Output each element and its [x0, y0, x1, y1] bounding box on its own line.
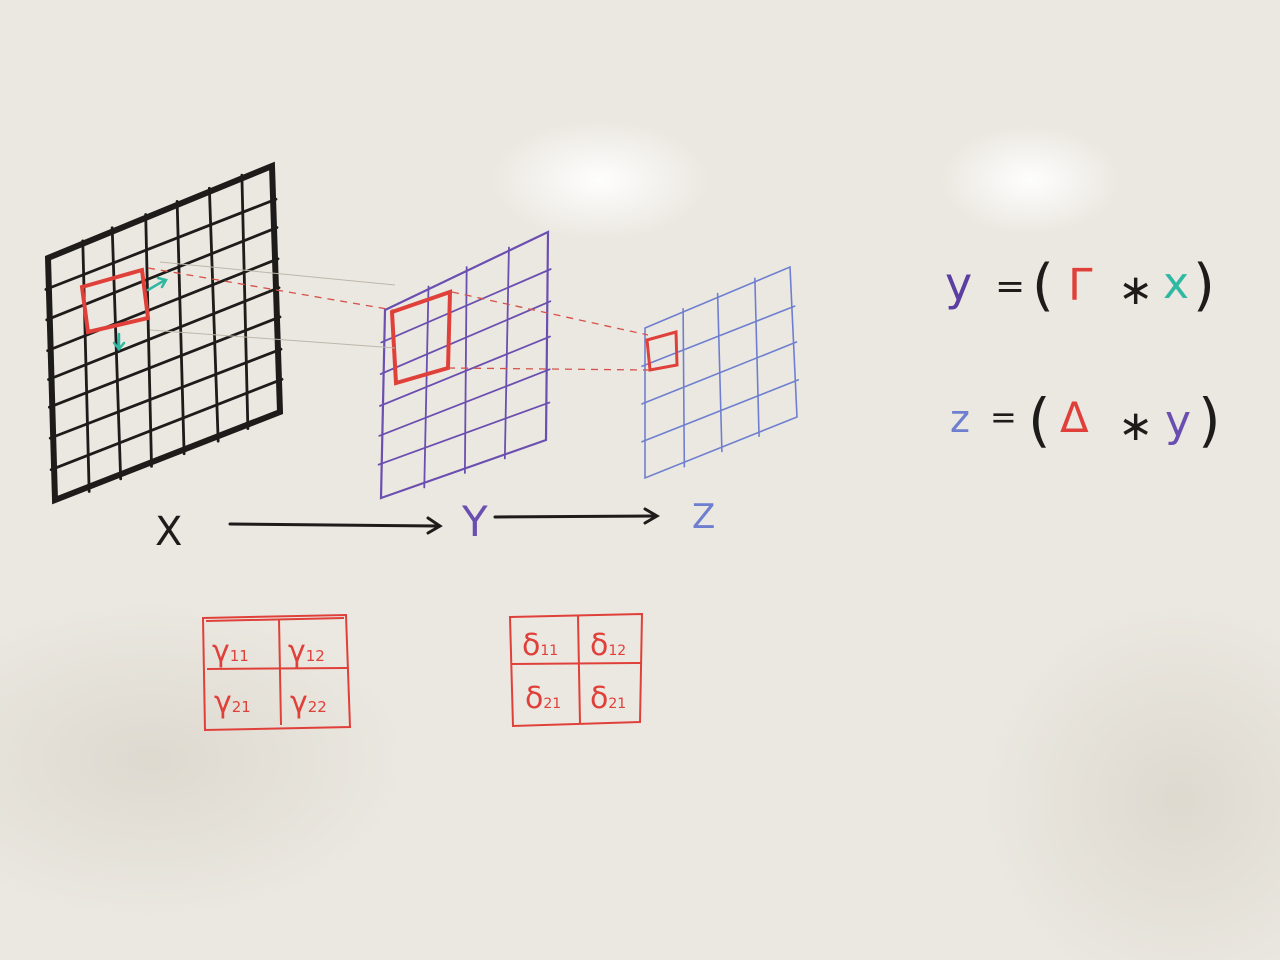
gamma-kernel-cells: γ11 γ12 γ21 γ22 — [212, 634, 327, 720]
light-glare — [490, 120, 710, 240]
feature-map-z — [641, 265, 800, 480]
arrow-head-icon — [112, 341, 126, 351]
projection-line — [147, 267, 394, 311]
delta-kernel — [508, 612, 644, 728]
feature-map-y — [377, 230, 552, 500]
grid-line — [380, 268, 552, 344]
equation-equals: = — [990, 398, 1017, 436]
kernel-cell: δ12 — [590, 628, 626, 663]
equation-paren-open: ( — [1032, 253, 1054, 318]
equation-arg: x — [1163, 258, 1189, 309]
grid-border — [644, 265, 798, 480]
receptive-fields — [79, 261, 679, 386]
label-z: Z — [692, 497, 715, 537]
kernel-cell: δ11 — [522, 628, 558, 663]
delta-kernel-cells: δ11 δ12 δ21 δ21 — [522, 628, 626, 716]
flow-arrow-x-to-y — [228, 522, 440, 528]
grid-line — [503, 246, 510, 460]
equation-z: z = ( Δ ∗ y ) — [950, 386, 1221, 454]
arrow-head-icon — [426, 516, 443, 535]
label-y: Y — [461, 497, 488, 546]
equation-paren-close: ) — [1198, 386, 1221, 454]
equation-lhs: y — [945, 257, 972, 311]
grid-line — [641, 379, 800, 443]
grid-border — [44, 161, 284, 505]
equation-equals: = — [995, 266, 1025, 307]
equation-arg: y — [1165, 396, 1191, 447]
receptive-field-x — [79, 267, 151, 335]
kernel-cell: γ11 — [212, 634, 249, 669]
grid-line — [377, 401, 551, 466]
grid-line — [379, 335, 551, 407]
equation-paren-open: ( — [1028, 386, 1051, 454]
arrow-head-icon — [643, 507, 660, 525]
stride-arrows — [112, 276, 168, 351]
grid-line — [47, 286, 281, 381]
kernel-cell: γ21 — [214, 685, 251, 720]
equation-paren-close: ) — [1193, 253, 1215, 318]
equation-kernel-gamma: Γ — [1068, 260, 1093, 311]
projection-line — [159, 261, 396, 286]
grid-line — [46, 257, 280, 353]
grid-line — [379, 300, 552, 375]
equation-operator: ∗ — [1118, 401, 1153, 450]
light-glare — [940, 125, 1120, 235]
label-x: X — [155, 509, 182, 555]
flow-arrow-y-to-z — [493, 514, 657, 519]
grid-line — [378, 368, 551, 437]
projection-line — [149, 329, 396, 349]
equation-lhs: z — [950, 397, 970, 441]
kernel-cell: δ21 — [525, 681, 561, 716]
board-shadow — [0, 600, 410, 920]
kernel-cell: δ21 — [590, 681, 626, 716]
grid-line — [44, 197, 278, 291]
grid-line — [641, 341, 798, 405]
kernel-cell: γ12 — [288, 634, 325, 669]
receptive-field-z — [645, 330, 679, 372]
stride-arrow-right — [146, 278, 167, 292]
gamma-kernel — [201, 613, 352, 732]
equation-operator: ∗ — [1118, 265, 1153, 314]
equation-kernel-delta: Δ — [1060, 393, 1089, 442]
feature-map-x — [44, 161, 284, 505]
board-shadow — [980, 600, 1280, 960]
grid-line — [47, 315, 282, 409]
flow-arrows — [228, 507, 660, 535]
equation-y: y = ( Γ ∗ x ) — [945, 253, 1215, 318]
arrow-head-icon — [156, 276, 168, 289]
kernel-cell: γ22 — [290, 685, 327, 720]
grid-line — [641, 305, 796, 368]
grid-line — [48, 347, 283, 440]
grid-line — [49, 377, 284, 472]
grid-line — [81, 239, 91, 493]
